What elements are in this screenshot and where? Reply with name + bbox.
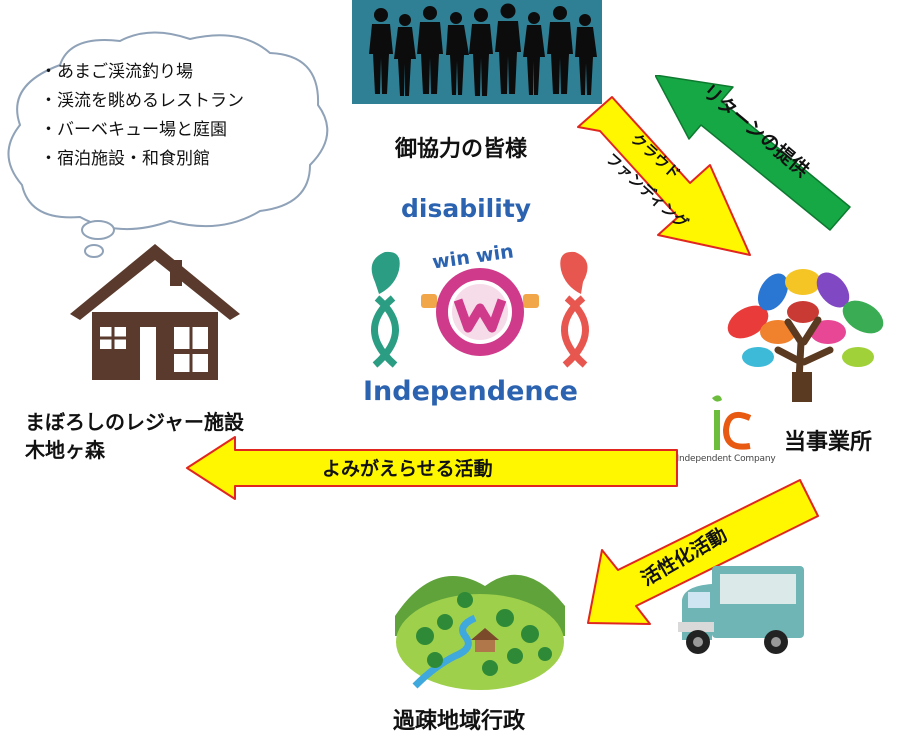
cloud-item-lodging: ・宿泊施設・和食別館 [40,149,210,169]
disability-logo [355,190,605,405]
company-logo-caption: Independent Company [676,454,776,464]
forest-village-image [395,556,565,692]
cloud-item-list: ・あまご渓流釣り場 ・渓流を眺めるレストラン ・バーベキュー場と庭園 ・宿泊施設… [40,58,244,174]
handprint-tree-image: minori [718,262,893,402]
people-silhouette-image [352,0,602,104]
house-icon [70,242,240,382]
government-label: 過疎地域行政 [393,708,526,734]
thought-cloud [0,25,340,275]
logo-top-text: disability [401,194,532,223]
cloud-item-fishing: ・あまご渓流釣り場 [40,62,193,82]
revive-arrow [185,435,680,501]
logo-bottom-text: Independence [363,376,578,407]
crowdfunding-arrow: クラウド ファンディング [560,95,765,270]
leisure-label-line1: まぼろしのレジャー施設 [25,410,244,434]
return-arrow: リターンの提供 [655,75,855,235]
activate-arrow: 活性化活動 [568,478,828,628]
revive-label: よみがえらせる活動 [322,458,493,480]
cloud-item-bbq: ・バーベキュー場と庭園 [40,120,227,140]
tree-label: minori [814,369,843,379]
office-label: 当事業所 [784,429,873,455]
company-logo: Independent Company [676,392,776,472]
supporters-label: 御協力の皆様 [395,136,528,162]
food-truck-image [676,560,806,660]
leisure-label-line2: 木地ヶ森 [25,438,105,462]
cloud-item-restaurant: ・渓流を眺めるレストラン [40,91,244,111]
